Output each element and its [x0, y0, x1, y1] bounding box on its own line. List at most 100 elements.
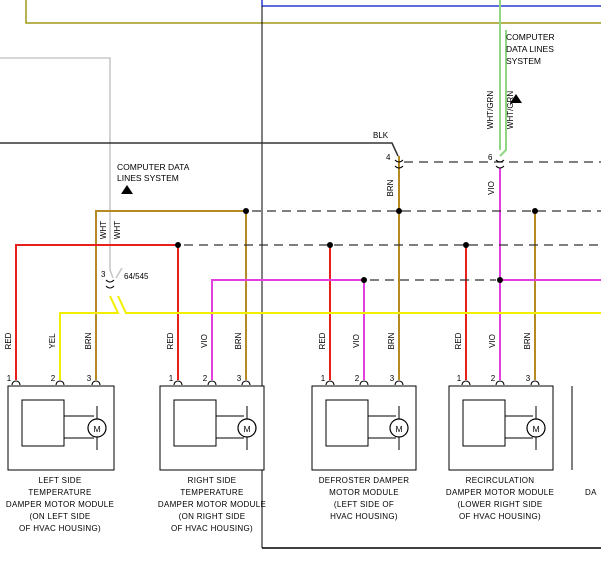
wire-label: RED: [454, 332, 463, 349]
module-inner-box: [21, 399, 65, 447]
yellow-wire-a: [59, 295, 120, 380]
module-caption: OF HVAC HOUSING): [19, 524, 101, 533]
pin-number: 2: [355, 374, 360, 383]
arrow-icon: [121, 185, 133, 194]
module-caption: (ON RIGHT SIDE: [179, 512, 246, 521]
pin-socket: [495, 380, 505, 386]
pin-number: 1: [7, 374, 12, 383]
splice-label: 64/545: [124, 272, 149, 281]
module-caption: DAMPER MOTOR MODULE: [158, 500, 266, 509]
pin-number: 2: [491, 374, 496, 383]
arrow-icon: [510, 94, 522, 103]
splice-arc-0: [105, 279, 115, 283]
splice-dot-vio-defroster: [361, 277, 367, 283]
wire-label: BRN: [523, 332, 532, 349]
splice-dot-vio-recirc: [497, 277, 503, 283]
wire-label: RED: [166, 332, 175, 349]
pin-socket: [325, 380, 335, 386]
pin-socket: [173, 380, 183, 386]
wire-label-wht: WHT: [113, 221, 122, 239]
module-caption: RECIRCULATION: [466, 476, 535, 485]
pin-socket: [11, 380, 21, 386]
motor-symbol: M: [532, 424, 539, 434]
module-caption: TEMPERATURE: [180, 488, 243, 497]
wire-label: YEL: [48, 333, 57, 349]
pin-socket: [91, 380, 101, 386]
splice-dot-red-recirc: [463, 242, 469, 248]
system-label: SYSTEM: [506, 56, 541, 66]
wire-label: BRN: [84, 332, 93, 349]
connector-arc-0: [394, 159, 404, 163]
wire-label-wht: WHT: [99, 221, 108, 239]
wire-label: VIO: [352, 334, 361, 348]
module-caption: LEFT SIDE: [38, 476, 81, 485]
wire-label-vio: VIO: [487, 181, 496, 195]
module-inner-box: [325, 399, 369, 447]
pin-number: 3: [390, 374, 395, 383]
black-wire: [0, 142, 399, 157]
system-label: COMPUTER: [506, 32, 555, 42]
wire-label: BRN: [234, 332, 243, 349]
module-caption: RIGHT SIDE: [188, 476, 237, 485]
pin-socket: [530, 380, 540, 386]
module-caption: DEFROSTER DAMPER: [319, 476, 410, 485]
splice-dot-brn-left: [243, 208, 249, 214]
system-label: COMPUTER DATA: [117, 162, 190, 172]
wires: [0, 0, 601, 549]
pin-socket: [55, 380, 65, 386]
module-inner-box: [462, 399, 506, 447]
motor-icon: [526, 418, 546, 438]
top-olive-wire: [25, 0, 601, 24]
splice-dot-brn-defroster: [396, 208, 402, 214]
connector-arc-2: [495, 159, 505, 163]
wire-label-wht-grn: WHT/GRN: [506, 91, 515, 129]
pin-socket: [207, 380, 217, 386]
pin-label: 6: [488, 153, 493, 162]
pin-number: 2: [51, 374, 56, 383]
pin-number: 1: [457, 374, 462, 383]
top-blue-wire: [261, 0, 601, 7]
splice-dots: [175, 208, 538, 283]
motor-icon: [237, 418, 257, 438]
motor-symbol: M: [243, 424, 250, 434]
pin-socket: [359, 380, 369, 386]
module-caption: OF HVAC HOUSING): [459, 512, 541, 521]
module-caption: HVAC HOUSING): [330, 512, 398, 521]
motor-symbol: M: [93, 424, 100, 434]
data-line-white: [0, 57, 114, 279]
module-caption: MOTOR MODULE: [329, 488, 399, 497]
module-caption: (LEFT SIDE OF: [334, 500, 394, 509]
splice-arc-1: [105, 285, 115, 289]
pin-number: 3: [87, 374, 92, 383]
pin-number: 3: [237, 374, 242, 383]
splice-dot-red-defroster: [327, 242, 333, 248]
violet-wire-right: [211, 279, 365, 380]
wire-label: VIO: [488, 334, 497, 348]
data-line-green-b: [499, 30, 507, 157]
motor-icon: [87, 418, 107, 438]
motor-icon: [389, 418, 409, 438]
pin-label: 3: [101, 270, 106, 279]
pin-socket: [241, 380, 251, 386]
wire-label-brn: BRN: [386, 179, 395, 196]
module-caption: OF HVAC HOUSING): [171, 524, 253, 533]
brown-wire-left: [95, 210, 247, 380]
wire-label: VIO: [200, 334, 209, 348]
module-caption: (ON LEFT SIDE: [29, 512, 90, 521]
splice-dot-brn-recirc: [532, 208, 538, 214]
pin-socket: [461, 380, 471, 386]
pin-number: 1: [169, 374, 174, 383]
wire-label: BRN: [387, 332, 396, 349]
system-label: DATA LINES: [506, 44, 554, 54]
module-caption-partial: DA: [585, 488, 597, 497]
connector-arc-3: [495, 165, 505, 169]
module-inner-box: [173, 399, 217, 447]
modules: [7, 380, 573, 471]
wire-label: RED: [318, 332, 327, 349]
pin-number: 3: [526, 374, 531, 383]
splice-dot-red-right: [175, 242, 181, 248]
system-label: LINES SYSTEM: [117, 173, 179, 183]
module-caption: DAMPER MOTOR MODULE: [446, 488, 554, 497]
